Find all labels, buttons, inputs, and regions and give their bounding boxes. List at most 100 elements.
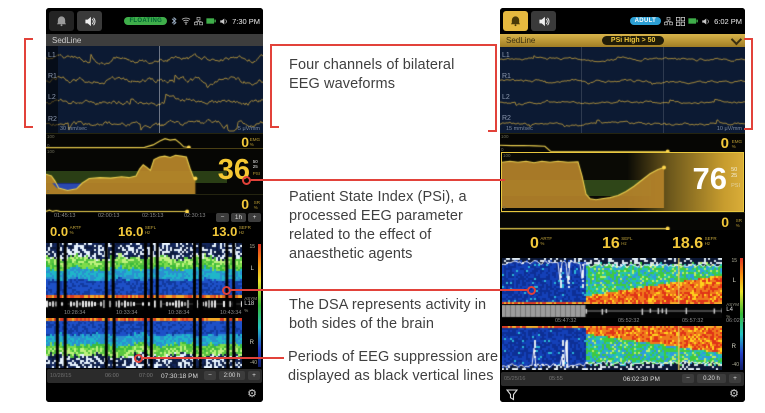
trend-window-button[interactable]: 1h bbox=[231, 213, 246, 222]
sweep-speed: 15 mm/sec bbox=[506, 126, 533, 132]
clock: 7:30 PM bbox=[232, 16, 260, 26]
timeline-tick: 07:00 bbox=[139, 373, 153, 379]
sedline-title-bar: SedLine bbox=[46, 34, 263, 46]
dsa-callout-circle-right bbox=[527, 286, 536, 295]
channel-label: L1 bbox=[48, 52, 56, 59]
grid-line bbox=[581, 47, 582, 133]
wifi-icon bbox=[181, 17, 191, 25]
psi-trend-panel[interactable]: 100 0 36 50 25 PSI bbox=[46, 148, 263, 195]
dsa-scale-bottom: -40 bbox=[249, 360, 257, 366]
asym-canvas bbox=[46, 298, 242, 310]
psi-range-top: 50 bbox=[252, 159, 258, 164]
dsa-scale-top: 15 bbox=[731, 258, 737, 264]
psi-range-bottom: 25 bbox=[731, 173, 738, 180]
alarm-bell-button[interactable] bbox=[49, 11, 74, 31]
dsa-right-canvas bbox=[502, 326, 722, 370]
grid-line bbox=[663, 47, 664, 133]
trend-zoom-in-button[interactable]: + bbox=[248, 213, 261, 222]
sedline-monitor-right: ADULT 6:02 PM SedLine PSi High > 50 L1 R… bbox=[500, 8, 745, 402]
psi-callout-circle bbox=[242, 176, 251, 185]
trend-zoom-out-button[interactable]: − bbox=[216, 213, 229, 222]
dsa-callout-line bbox=[231, 289, 527, 291]
eeg-bracket-left-outer bbox=[24, 38, 26, 128]
speaker-icon bbox=[84, 16, 95, 26]
annotation-psi: Patient State Index (PSi), a processed E… bbox=[289, 189, 467, 263]
alarm-banner[interactable]: SedLine PSi High > 50 bbox=[500, 33, 745, 47]
timeline-tick: 06:00 bbox=[105, 373, 119, 379]
axis-label: 100 bbox=[47, 149, 55, 154]
eeg-connector-top bbox=[270, 44, 497, 46]
speaker-icon bbox=[538, 16, 549, 26]
dsa-side-l: L bbox=[250, 266, 254, 272]
channel-label: R2 bbox=[48, 116, 57, 123]
audio-button[interactable] bbox=[77, 11, 102, 31]
bell-icon bbox=[56, 16, 67, 27]
time-tick: 10:33:34 bbox=[116, 310, 138, 316]
timeline-zoom-in-button[interactable]: + bbox=[248, 371, 260, 380]
timeline-current-time: 06:02:30 PM bbox=[623, 375, 660, 383]
timeline-zoom-out-button[interactable]: − bbox=[682, 374, 694, 383]
artf-metric: 0.0 ARTF% bbox=[50, 224, 82, 239]
status-bar: FLOATING 7:30 PM bbox=[46, 8, 263, 34]
sedline-monitor-left: FLOATING 7:30 PM SedLine L1 R1 L2 R2 30 … bbox=[46, 8, 263, 402]
emg-value: 0 bbox=[720, 135, 729, 152]
psi-unit-label: PSI bbox=[252, 171, 260, 177]
psi-trend-canvas bbox=[46, 149, 226, 195]
alarm-bell-button[interactable] bbox=[503, 11, 528, 31]
psi-callout-line bbox=[251, 179, 505, 181]
bracket-tick bbox=[744, 38, 751, 40]
timeline-zoom-in-button[interactable]: + bbox=[729, 374, 741, 383]
time-tick: 02:30:13 bbox=[184, 213, 206, 219]
channel-label: R1 bbox=[502, 73, 511, 80]
time-tick: 02:00:13 bbox=[98, 213, 120, 219]
history-timeline[interactable]: 10/28/15 06:00 07:00 07:30:18 PM − 2:00 … bbox=[47, 369, 262, 383]
emg-value: 0 bbox=[241, 134, 249, 149]
emg-label: EMG bbox=[249, 137, 260, 142]
settings-gear-icon[interactable]: ⚙ bbox=[247, 388, 257, 400]
battery-icon bbox=[206, 18, 216, 24]
settings-gear-icon[interactable]: ⚙ bbox=[729, 388, 739, 400]
timeline-date: 10/28/15 bbox=[50, 373, 72, 379]
asym-strip bbox=[46, 298, 242, 310]
chevron-down-icon[interactable] bbox=[730, 33, 743, 45]
timeline-zoom-out-button[interactable]: − bbox=[204, 371, 216, 380]
battery-icon bbox=[688, 18, 698, 24]
filter-funnel-icon[interactable] bbox=[506, 389, 518, 401]
psi-range-bottom: 25 bbox=[252, 164, 258, 170]
psi-trend-panel-selected[interactable]: 100 0 76 50 25 PSI bbox=[501, 152, 744, 212]
timeline-window-button[interactable]: 0.20 h bbox=[697, 374, 726, 383]
history-timeline[interactable]: 05/25/16 05:55 06:02:30 PM − 0.20 h + bbox=[501, 372, 744, 386]
emg-trend-canvas bbox=[500, 134, 695, 153]
mode-badge: FLOATING bbox=[124, 17, 168, 25]
axis-label: 100 bbox=[47, 134, 55, 139]
sweep-divider bbox=[159, 46, 160, 133]
bracket-tick bbox=[488, 130, 495, 132]
psi-value: 76 bbox=[692, 161, 727, 196]
clock: 6:02 PM bbox=[714, 16, 742, 26]
bracket-side bbox=[495, 44, 497, 132]
annotation-dsa: The DSA represents activity in both side… bbox=[289, 297, 487, 333]
sweep-speed: 30 mm/sec bbox=[60, 126, 87, 132]
bracket-tick bbox=[26, 126, 33, 128]
axis-label: 100 bbox=[501, 134, 509, 139]
dsa-time-axis: 05:47:32 05:52:32 05:57:32 06:02:32 bbox=[500, 318, 745, 326]
timeline-date: 05/25/16 bbox=[504, 376, 526, 382]
emg-trend-strip: 100 0 0 EMG% bbox=[500, 133, 745, 153]
suppression-callout-line bbox=[143, 357, 284, 359]
dsa-time-axis: 10:28:34 10:33:34 10:38:34 10:43:34 bbox=[46, 310, 263, 318]
time-tick: 05:57:32 bbox=[682, 318, 704, 324]
audio-button[interactable] bbox=[531, 11, 556, 31]
bracket-side bbox=[270, 44, 272, 128]
emg-trend-strip: 100 0 0 EMG% bbox=[46, 133, 263, 149]
channel-label: L1 bbox=[502, 52, 510, 59]
timeline-window-button[interactable]: 2:00 h bbox=[219, 371, 245, 380]
eeg-panel: L1 R1 L2 R2 30 mm/sec 5 μV/mm bbox=[46, 46, 263, 133]
dsa-scale-top: 15 bbox=[249, 244, 255, 250]
dsa-side-r: R bbox=[249, 340, 254, 346]
psi-range-top: 50 bbox=[731, 167, 738, 173]
